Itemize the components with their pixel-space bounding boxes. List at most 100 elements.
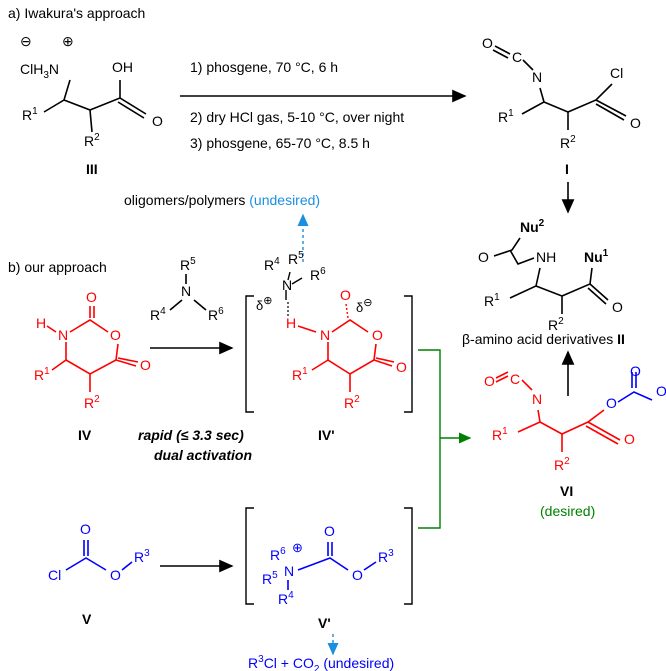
oh-label: OH (112, 59, 133, 75)
sup-6: 6 (218, 306, 224, 317)
sup-2: 2 (354, 394, 360, 405)
r2-label: R (560, 135, 570, 151)
section-a-label: a) Iwakura's approach (8, 5, 145, 21)
r1-label: R (292, 367, 302, 383)
cl-label: Cl (610, 65, 623, 81)
svg-text:R1: R1 (498, 108, 514, 125)
cl-label: Cl (48, 567, 61, 583)
r5-label: R (288, 251, 298, 267)
svg-text:β-amino acid derivatives II: β-amino acid derivatives II (462, 331, 625, 347)
o-label: O (606, 395, 617, 411)
minus-charge: ⊖ (20, 33, 32, 49)
svg-text:R5: R5 (262, 570, 278, 587)
c-label: C (510, 371, 520, 387)
condition-3: 3) phosgene, 65-70 °C, 8.5 h (190, 135, 370, 151)
condition-1: 1) phosgene, 70 °C, 6 h (190, 59, 338, 75)
sup-2: 2 (564, 456, 570, 467)
r5-label: R (180, 257, 190, 273)
o-label: O (152, 113, 163, 129)
svg-text:R2: R2 (554, 456, 570, 473)
svg-text:Nu1: Nu1 (584, 248, 609, 265)
svg-text:R6: R6 (310, 266, 326, 283)
sup-1: 1 (32, 106, 38, 117)
minus-charge: ⊖ (363, 297, 372, 309)
sup-2: 2 (94, 132, 100, 143)
o-label: O (340, 287, 351, 303)
o-label: O (612, 299, 623, 315)
compound-I: O C N Cl O R1 R2 I (482, 35, 641, 177)
nu2-label: Nu (520, 219, 539, 235)
o-label: O (110, 327, 121, 343)
o-label: O (656, 383, 666, 399)
r5-label: R (262, 571, 272, 587)
svg-text:R1: R1 (34, 366, 50, 383)
svg-text:R2: R2 (560, 134, 576, 151)
o-label: O (630, 363, 641, 379)
sup-1: 1 (44, 366, 50, 377)
svg-text:δ⊖: δ⊖ (356, 297, 372, 315)
c-label: C (512, 49, 522, 65)
section-b-label: b) our approach (8, 259, 107, 275)
byproduct-sup: 3 (258, 654, 264, 665)
o-label: O (478, 249, 489, 265)
sup-4: 4 (288, 590, 294, 601)
svg-text:R2: R2 (548, 316, 564, 333)
r4-label: R (278, 591, 288, 607)
svg-text:R2: R2 (84, 394, 100, 411)
svg-text:R5: R5 (180, 256, 196, 273)
compound-VI: O C N R1 R2 O O O O VI (desired) (484, 363, 666, 519)
sup-2: 2 (558, 316, 564, 327)
svg-text:R1: R1 (484, 292, 500, 309)
r2-label: R (548, 317, 558, 333)
clh3n-label: ClH (20, 61, 43, 77)
condition-2: 2) dry HCl gas, 5-10 °C, over night (190, 109, 404, 125)
o-label: O (110, 567, 121, 583)
sup-2: 2 (570, 134, 576, 145)
svg-text:R3: R3 (378, 548, 394, 565)
h-label: H (36, 315, 46, 331)
svg-text:R6: R6 (208, 306, 224, 323)
n-atom: N (58, 327, 68, 343)
complex-IVp: R4 R5 N R6 δ⊕ O δ⊖ H N O O R1 R2 IV' (245, 250, 413, 443)
label-IVp: IV' (318, 427, 335, 443)
o-label: O (86, 289, 97, 305)
plus-charge: ⊕ (62, 33, 74, 49)
svg-text:R1: R1 (292, 366, 308, 383)
o-label: O (396, 359, 407, 375)
byproduct-sub: 2 (314, 664, 320, 671)
sup-4: 4 (160, 306, 166, 317)
sup-6: 6 (280, 546, 286, 557)
byproduct-r: R (248, 655, 258, 671)
svg-text:R2: R2 (344, 394, 360, 411)
plus-charge: ⊕ (292, 540, 303, 555)
r2-label: R (84, 133, 94, 149)
r3-label: R (378, 549, 388, 565)
svg-text:R3Cl + CO2 (undesired): R3Cl + CO2 (undesired) (248, 654, 394, 671)
nh-label: NH (536, 249, 556, 265)
o-label: O (624, 431, 635, 447)
n-atom: N (282, 277, 292, 293)
r6-label: R (310, 267, 320, 283)
o-label: O (324, 523, 335, 539)
r1-label: R (492, 427, 502, 443)
n-atom: N (532, 391, 542, 407)
r1-label: R (498, 109, 508, 125)
sub-3: 3 (43, 70, 49, 81)
sup-5: 5 (190, 256, 196, 267)
sup-1: 1 (502, 426, 508, 437)
svg-text:R4: R4 (150, 306, 166, 323)
beta-amino-label: β-amino acid derivatives (462, 331, 613, 347)
compound-V: O Cl O R3 (48, 521, 150, 583)
byproduct-cl-co: Cl + CO (264, 655, 314, 671)
n-atom: N (320, 327, 330, 343)
n-atom: N (49, 61, 59, 77)
sup-5: 5 (272, 570, 278, 581)
compound-III: ⊖ ⊕ ClH3N OH O R1 R2 III (20, 33, 163, 177)
svg-text:Nu2: Nu2 (520, 218, 545, 235)
o-label: O (80, 521, 91, 537)
green-connector (418, 349, 470, 529)
o-label: O (630, 115, 641, 131)
sup-2: 2 (94, 394, 100, 405)
label-V: V (82, 611, 92, 627)
